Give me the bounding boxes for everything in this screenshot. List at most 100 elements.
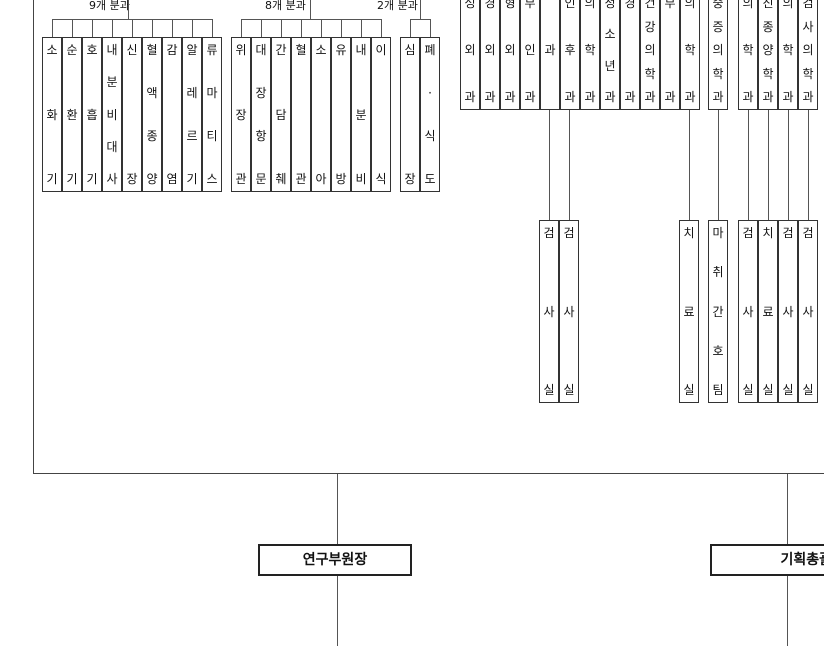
top-dept-cell-char: 청 — [604, 0, 616, 10]
top-dept-cell-char: 과 — [464, 90, 476, 104]
dept-cell-char: 소 — [315, 43, 327, 57]
dept-cell-char: 호 — [86, 43, 98, 57]
top-dept-cell-char: 외 — [504, 43, 516, 57]
lower-unit-cell-char: 검 — [563, 226, 575, 240]
group-drop — [261, 19, 262, 37]
top-dept-cell-char: 소 — [604, 27, 616, 42]
dept-cell-char: 대 — [106, 139, 118, 154]
top-dept-cell-char: 과 — [544, 43, 556, 57]
top-dept-cell-char: 과 — [762, 90, 774, 104]
dept-cell-char: 장 — [404, 172, 416, 186]
top-dept-cell-char: 년 — [604, 58, 616, 73]
group-label-9: 9개 분과 — [87, 0, 132, 12]
group-stem — [128, 0, 129, 19]
top-dept-cell-char: 성 — [464, 0, 476, 10]
top-dept-cell[interactable]: 과 — [540, 0, 560, 110]
group-drop — [341, 19, 342, 37]
dept-cell-char: 장 — [126, 172, 138, 186]
top-dept-cell-char: 증 — [712, 19, 724, 34]
dept-cell-char: 관 — [235, 172, 247, 186]
group-bar — [241, 19, 382, 20]
dept-cell-char: 레 — [186, 86, 198, 100]
group-bar — [410, 19, 431, 20]
dept-cell-char: 유 — [335, 43, 347, 57]
dept-cell-char: 소 — [46, 43, 58, 57]
group-drop — [212, 19, 213, 37]
lower-unit-cell-char: 사 — [802, 304, 814, 319]
dept-cell-char: 폐 — [424, 43, 436, 57]
lower-unit-cell-char: 사 — [742, 304, 754, 319]
dept-cell-char: 기 — [186, 172, 198, 186]
research-vp-label: 연구부원장 — [302, 552, 368, 568]
top-dept-cell-char: 사 — [802, 19, 814, 34]
top-dept-cell-char: 학 — [802, 66, 814, 81]
lower-connector — [569, 110, 570, 220]
top-dept-cell-char: 인 — [564, 0, 576, 10]
dept-cell-char: 문 — [255, 172, 267, 186]
dept-cell-char: 기 — [66, 172, 78, 186]
lower-unit-cell-char: 간 — [712, 304, 724, 319]
lower-unit-cell-char: 검 — [782, 226, 794, 240]
planning-connector — [787, 474, 788, 544]
research-vp-box[interactable]: 연구부원장 — [258, 544, 412, 576]
dept-cell-char: 내 — [355, 43, 367, 57]
group-drop — [410, 19, 411, 37]
lower-unit-cell-char: 료 — [683, 304, 695, 319]
group-drop — [92, 19, 93, 37]
lower-connector — [718, 110, 719, 220]
top-dept-cell-char: 과 — [684, 90, 696, 104]
dept-cell-char: 비 — [106, 107, 118, 122]
dept-cell-char: 항 — [255, 129, 267, 143]
planning-box[interactable]: 기획총괄 — [710, 544, 824, 576]
lower-unit-cell-char: 치 — [762, 226, 774, 240]
top-dept-cell-char: 학 — [644, 66, 656, 81]
dept-cell-char: 환 — [66, 107, 78, 122]
top-dept-cell-char: 의 — [712, 43, 724, 57]
top-dept-cell-char: 과 — [782, 90, 794, 104]
